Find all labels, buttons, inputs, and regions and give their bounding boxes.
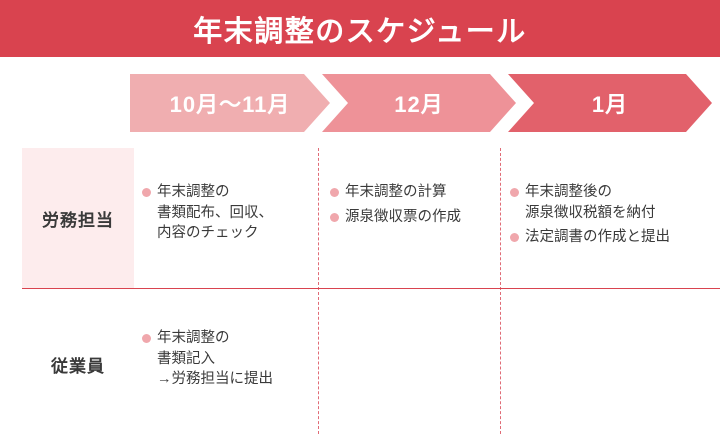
list-item: 源泉徴収票の作成	[330, 207, 502, 228]
list-item: 年末調整の 書類配布、回収、 内容のチェック	[142, 182, 318, 244]
page-title: 年末調整のスケジュール	[193, 15, 527, 48]
row-employee-col-oct-nov: 年末調整の 書類記入 →労務担当に提出	[142, 294, 318, 434]
list-item: 法定調書の作成と提出	[510, 227, 715, 248]
period-arrow-1: 10月〜11月	[130, 74, 330, 132]
period-arrow-1-label: 10月〜11月	[169, 92, 291, 117]
period-arrow-3: 1月	[508, 74, 712, 132]
divider-horizontal	[22, 288, 720, 289]
row-labour-col-jan: 年末調整後の 源泉徴収税額を納付 法定調書の作成と提出	[510, 148, 715, 288]
row-employee-col-jan	[510, 294, 715, 434]
period-arrow-2-label: 12月	[394, 92, 444, 117]
title-bar: 年末調整のスケジュール	[0, 0, 720, 57]
row-labour-label: 労務担当	[42, 210, 114, 230]
row-labour: 労務担当 年末調整の 書類配布、回収、 内容のチェック 年末調整の計算 源泉徴収…	[0, 148, 720, 288]
list-item: 年末調整の 書類記入 →労務担当に提出	[142, 328, 318, 390]
divider-vertical-1	[318, 148, 319, 434]
row-employee: 従業員 年末調整の 書類記入 →労務担当に提出	[0, 294, 720, 434]
row-labour-label-cell: 労務担当	[22, 148, 134, 288]
period-arrow-2: 12月	[322, 74, 516, 132]
period-arrow-3-label: 1月	[591, 92, 629, 117]
row-labour-col-oct-nov: 年末調整の 書類配布、回収、 内容のチェック	[142, 148, 318, 288]
list-item: 年末調整の計算	[330, 182, 502, 203]
list-item: 年末調整後の 源泉徴収税額を納付	[510, 182, 715, 223]
row-employee-label-cell: 従業員	[22, 294, 134, 434]
row-labour-col-dec: 年末調整の計算 源泉徴収票の作成	[330, 148, 502, 288]
period-arrow-band: 10月〜11月 12月 1月	[0, 74, 720, 132]
divider-vertical-2	[500, 148, 501, 434]
row-employee-col-dec	[330, 294, 502, 434]
row-employee-label: 従業員	[51, 356, 105, 376]
